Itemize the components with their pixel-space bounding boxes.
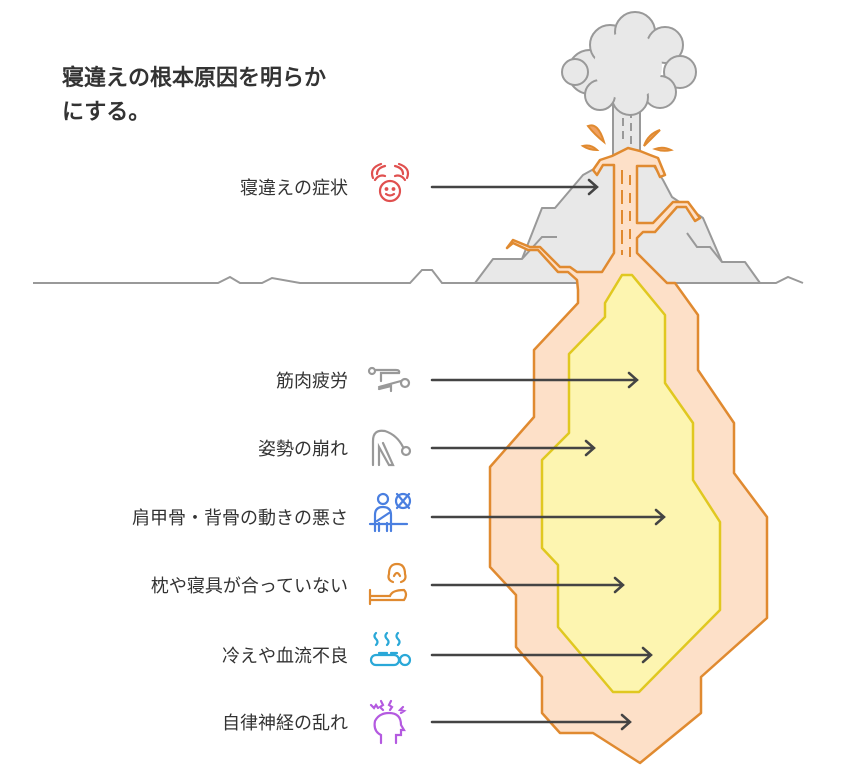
cause-label: 肩甲骨・背骨の動きの悪さ — [132, 508, 348, 529]
lava-splash — [580, 124, 674, 152]
title-line-1: 寝違えの根本原因を明らか — [62, 66, 327, 91]
bent-posture-icon — [371, 429, 412, 467]
cold-sleeping-icon — [369, 631, 412, 667]
hands-on-head-icon — [370, 162, 410, 203]
pointer-arrow — [430, 646, 653, 664]
pointer-arrow — [430, 178, 599, 196]
pointer-arrow — [430, 576, 625, 594]
page-title: 寝違えの根本原因を明らか にする。 — [62, 62, 326, 130]
cause-label: 姿勢の崩れ — [258, 439, 348, 460]
cause-label: 冷えや血流不良 — [222, 646, 348, 667]
pointer-arrow — [430, 713, 632, 731]
pointer-arrow — [430, 371, 639, 389]
rock-detail — [521, 236, 557, 260]
pointer-arrow — [430, 439, 596, 457]
surface-label: 寝違えの症状 — [240, 178, 348, 199]
ground-line — [33, 269, 804, 284]
restricted-movement-icon — [368, 492, 412, 533]
title-line-2: にする。 — [62, 100, 151, 125]
pillow-bed-icon — [368, 562, 408, 606]
cause-label: 自律神経の乱れ — [222, 713, 348, 734]
stressed-head-icon — [369, 699, 407, 745]
pointer-arrow — [430, 508, 666, 526]
cause-label: 枕や寝具が合っていない — [150, 576, 348, 597]
cause-label: 筋肉疲労 — [276, 371, 348, 392]
rock-detail — [686, 232, 723, 263]
tired-person-icon — [367, 366, 411, 393]
